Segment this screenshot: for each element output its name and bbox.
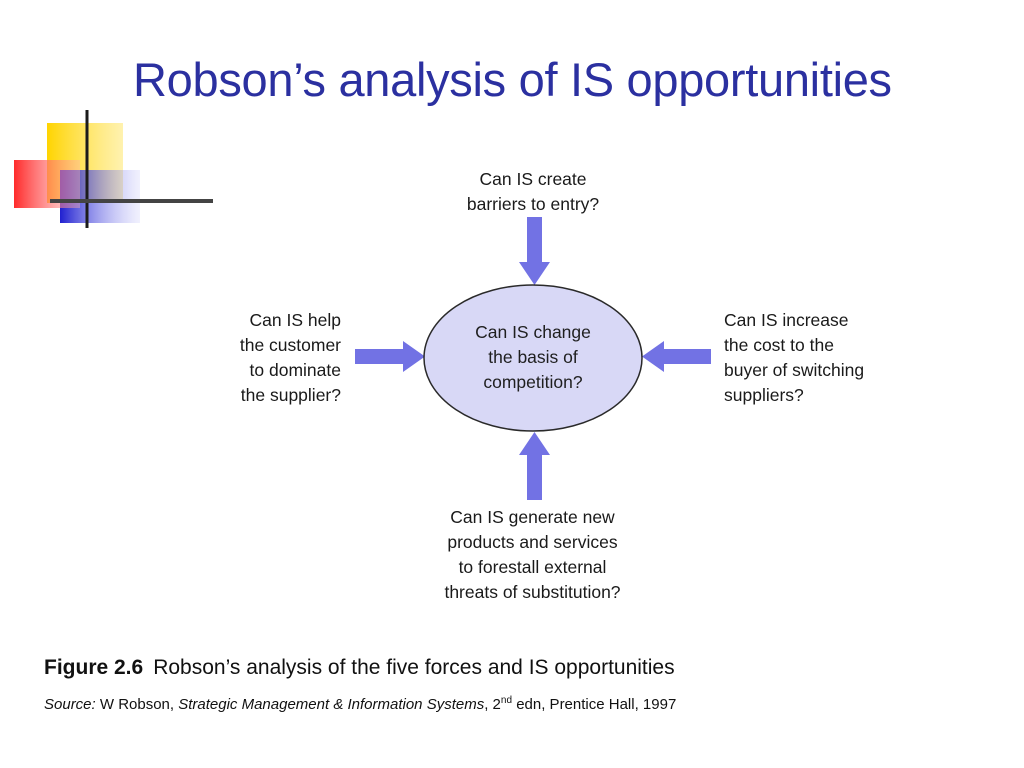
bottom-line-4: threats of substitution? bbox=[444, 582, 621, 602]
left-line-4: the supplier? bbox=[240, 385, 341, 405]
arrow-bottom bbox=[519, 432, 550, 500]
center-line-1: Can IS change bbox=[475, 322, 591, 342]
right-node-text: Can IS increase the cost to the buyer of… bbox=[724, 308, 864, 408]
right-line-3: buyer of switching bbox=[724, 360, 865, 380]
bottom-line-2: products and services bbox=[447, 532, 618, 552]
left-node-text: Can IS help the customer to dominate the… bbox=[190, 308, 341, 408]
arrow-right bbox=[642, 341, 711, 372]
top-node-text: Can IS create barriers to entry? bbox=[440, 167, 626, 217]
source-edition-pre: , 2 bbox=[484, 696, 501, 713]
top-line-2: barriers to entry? bbox=[466, 194, 600, 214]
right-line-2: the cost to the bbox=[724, 335, 834, 355]
right-line-1: Can IS increase bbox=[724, 310, 849, 330]
center-ellipse bbox=[423, 284, 643, 432]
figure-label: Figure 2.6 bbox=[44, 656, 144, 679]
left-line-2: the customer bbox=[239, 335, 341, 355]
figure-caption-text: Robson’s analysis of the five forces and… bbox=[153, 656, 675, 679]
source-label: Source: bbox=[44, 696, 96, 713]
center-node-text: Can IS change the basis of competition? bbox=[433, 320, 633, 395]
source-citation: Source: W Robson, Strategic Management &… bbox=[44, 695, 676, 713]
bottom-line-1: Can IS generate new bbox=[450, 507, 615, 527]
arrow-top bbox=[519, 217, 550, 285]
source-author: W Robson, bbox=[95, 696, 179, 713]
right-line-4: suppliers? bbox=[724, 385, 804, 405]
left-line-3: to dominate bbox=[249, 360, 341, 380]
slide-title: Robson’s analysis of IS opportunities bbox=[133, 53, 892, 106]
top-line-1: Can IS create bbox=[479, 169, 587, 189]
bottom-node-text: Can IS generate new products and service… bbox=[412, 505, 653, 605]
center-line-3: competition? bbox=[483, 372, 583, 392]
arrow-left bbox=[355, 341, 425, 372]
source-edition-sup: nd bbox=[500, 695, 513, 706]
bottom-line-3: to forestall external bbox=[458, 557, 607, 577]
source-book-title: Strategic Management & Information Syste… bbox=[178, 696, 485, 713]
decorative-corner-graphic bbox=[14, 110, 213, 228]
center-line-2: the basis of bbox=[488, 347, 578, 367]
source-edition-post: edn, Prentice Hall, 1997 bbox=[512, 696, 677, 713]
figure-caption: Figure 2.6 Robson’s analysis of the five … bbox=[44, 656, 675, 680]
left-line-1: Can IS help bbox=[249, 310, 341, 330]
